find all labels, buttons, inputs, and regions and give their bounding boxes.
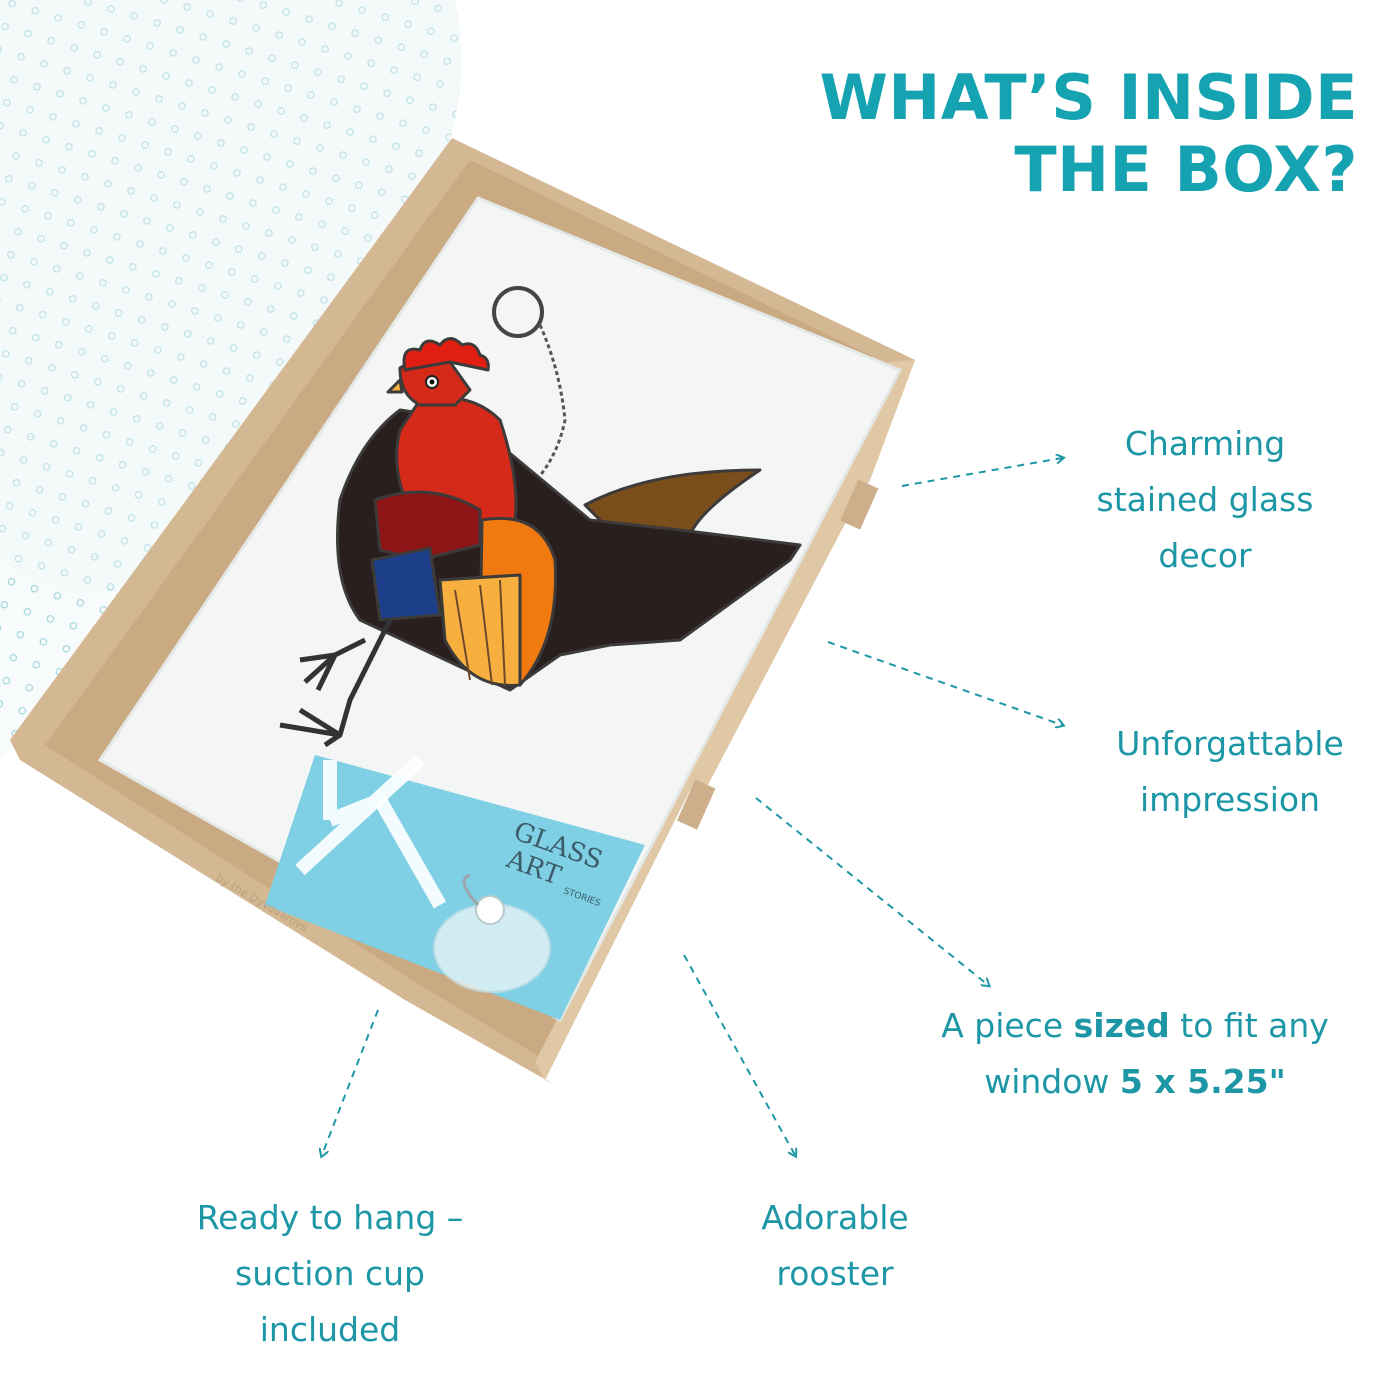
callout-size-line1: A piece sized to fit any <box>890 998 1380 1054</box>
callout-impression: Unforgattable impression <box>1080 716 1380 828</box>
size-post: to fit any <box>1169 1006 1329 1045</box>
size-bold: sized <box>1073 1006 1170 1045</box>
callout-hang-line1: Ready to hang – <box>196 1198 464 1237</box>
callout-decor-line1: Charming <box>1124 424 1286 463</box>
arrow-hang <box>322 1009 379 1155</box>
callout-rooster: Adorable rooster <box>700 1190 970 1302</box>
callout-arrows <box>322 458 1062 1155</box>
rooster-suncatcher <box>279 286 802 748</box>
size-dimensions: 5 x 5.25" <box>1119 1062 1286 1101</box>
callout-size-line2: window 5 x 5.25" <box>890 1054 1380 1110</box>
callout-hang-line3: included <box>259 1310 401 1349</box>
tissue-paper <box>0 0 462 760</box>
callout-rooster-line2: rooster <box>776 1254 894 1293</box>
arrow-rooster <box>683 954 795 1155</box>
brand-card: GLASS ART STORIES <box>265 754 645 1020</box>
callout-hang-line2: suction cup <box>235 1254 425 1293</box>
size-pre: A piece <box>941 1006 1074 1045</box>
callout-decor-line2: stained glass <box>1096 480 1314 519</box>
arrow-size <box>755 797 988 985</box>
page-title-line1: WHAT’S INSIDE <box>819 61 1358 134</box>
size-line2-pre: window <box>984 1062 1120 1101</box>
callout-rooster-line1: Adorable <box>761 1198 909 1237</box>
page-title: WHAT’S INSIDE THE BOX? <box>718 62 1358 206</box>
arrow-impression <box>827 641 1062 725</box>
callout-size: A piece sized to fit any window 5 x 5.25… <box>890 998 1380 1110</box>
callout-decor: Charming stained glass decor <box>1040 416 1370 584</box>
callout-impression-line1: Unforgattable <box>1116 724 1344 763</box>
callout-hang: Ready to hang – suction cup included <box>150 1190 510 1358</box>
page-title-line2: THE BOX? <box>1014 133 1358 206</box>
callout-impression-line2: impression <box>1139 780 1321 819</box>
callout-decor-line3: decor <box>1158 536 1252 575</box>
arrow-decor <box>901 458 1062 487</box>
